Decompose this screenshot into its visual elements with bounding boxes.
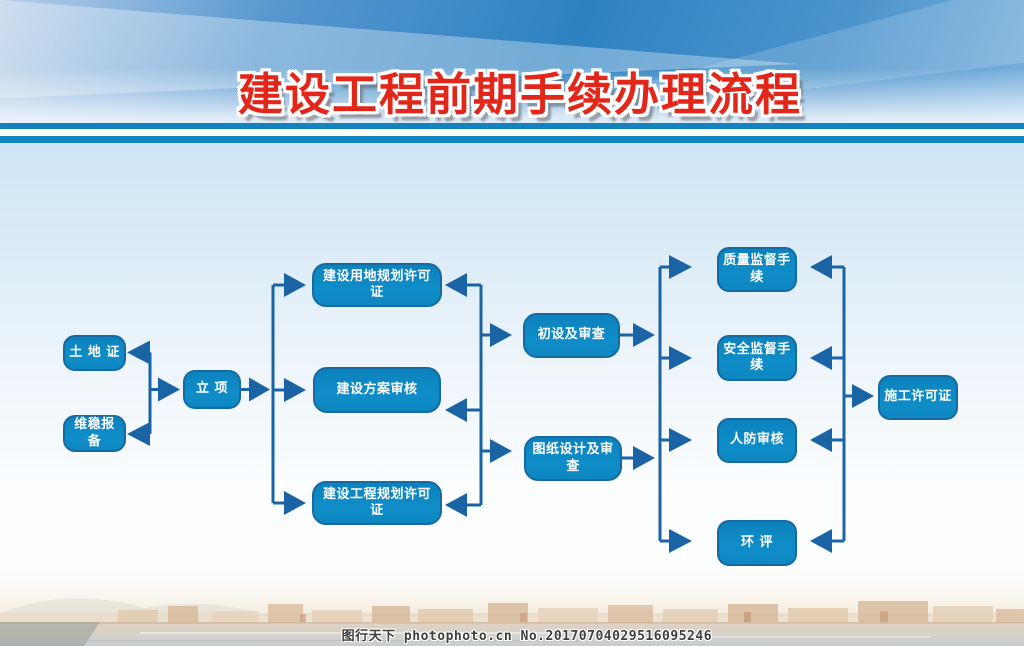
connector-lixiang-out: [241, 377, 270, 402]
poster-title: 建设工程前期手续办理流程: [237, 68, 802, 121]
flow-node-safety-supervision: 安全监督手续: [717, 335, 797, 381]
flow-node-civil-defense-review: 人防审核: [717, 418, 797, 463]
flow-node-preliminary-design-review: 初设及审查: [523, 313, 620, 358]
flow-node-stability-filing: 维稳报备: [63, 415, 126, 452]
flow-node-drawing-design-review: 图纸设计及审查: [524, 436, 622, 481]
flow-node-project-planning-permit: 建设工程规划许可证: [312, 481, 442, 525]
flow-node-project-approval: 立 项: [183, 370, 241, 409]
flow-node-environmental-assessment: 环 评: [717, 520, 797, 566]
flow-node-land-certificate: 土 地 证: [63, 335, 126, 371]
flow-node-land-planning-permit: 建设用地规划许可证: [312, 263, 442, 307]
village-photo: [0, 556, 1024, 646]
connector-junction-2: [271, 273, 306, 515]
divider-stripe-top: [0, 123, 1024, 129]
flow-node-quality-supervision: 质量监督手续: [717, 247, 797, 292]
divider-stripe-bottom: [0, 136, 1024, 143]
flow-node-construction-permit: 施工许可证: [878, 375, 958, 420]
header-banner: 建设工程前期手续办理流程: [0, 0, 1024, 123]
connector-junction-1: [127, 340, 180, 446]
connector-junction-4: [658, 255, 692, 553]
connector-tuzhi-out: [622, 446, 655, 470]
header-fade: [0, 0, 1024, 123]
flow-node-plan-review: 建设方案审核: [313, 367, 441, 413]
connector-junction-3: [445, 273, 512, 517]
watermark-text: 图行天下 photophoto.cn No.201707040295160952…: [341, 629, 713, 644]
connector-junction-5: [810, 255, 874, 553]
connector-chushe-out: [620, 323, 655, 347]
